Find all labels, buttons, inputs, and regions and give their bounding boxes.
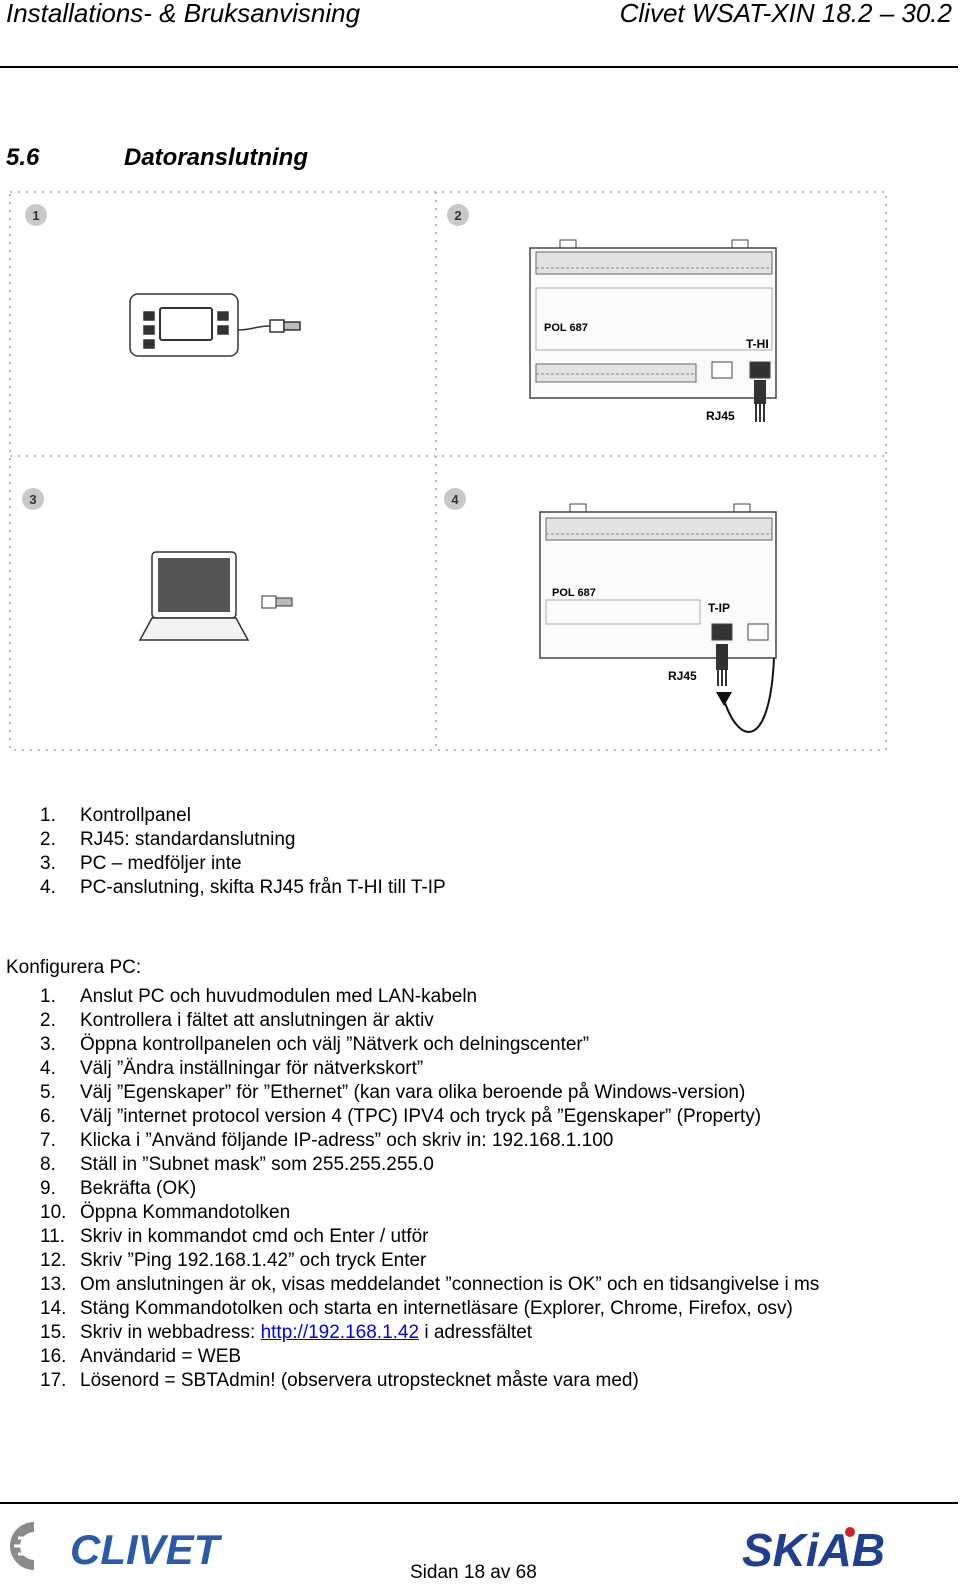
svg-text:T-IP: T-IP xyxy=(708,601,730,615)
header-divider xyxy=(0,66,958,68)
list-item: 4.PC-anslutning, skifta RJ45 från T-HI t… xyxy=(40,877,446,898)
control-panel-illustration xyxy=(129,293,301,357)
section-number: 5.6 xyxy=(6,144,40,171)
list-item: 13.Om anslutningen är ok, visas meddelan… xyxy=(40,1274,820,1295)
badge-4: 4 xyxy=(444,488,466,510)
badge-1: 1 xyxy=(25,204,47,226)
list-item: 5.Välj ”Egenskaper” för ”Ethernet” (kan … xyxy=(40,1082,746,1103)
list-item: 17.Lösenord = SBTAdmin! (observera utrop… xyxy=(40,1370,639,1391)
list-item: 6.Välj ”internet protocol version 4 (TPC… xyxy=(40,1106,762,1127)
svg-text:CLIVET: CLIVET xyxy=(70,1526,223,1573)
list-item: 11.Skriv in kommandot cmd och Enter / ut… xyxy=(40,1226,429,1247)
laptop-illustration xyxy=(138,551,293,641)
connection-figure: 1 2 3 4 POL 687 T-HI xyxy=(9,191,887,751)
header-title: Installations- & Bruksanvisning xyxy=(6,0,361,28)
skiab-logo: SKiAB xyxy=(742,1524,885,1574)
list-item: 16.Användarid = WEB xyxy=(40,1346,242,1367)
svg-text:T-HI: T-HI xyxy=(746,337,769,351)
svg-text:4: 4 xyxy=(451,492,459,507)
list-item: 9.Bekräfta (OK) xyxy=(40,1178,197,1199)
footer-divider xyxy=(0,1502,958,1504)
list-item: 12.Skriv ”Ping 192.168.1.42” och tryck E… xyxy=(40,1250,427,1271)
controller-module-tip: POL 687 T-IP RJ45 xyxy=(539,503,777,733)
steps-list: 1.Anslut PC och huvudmodulen med LAN-kab… xyxy=(40,985,819,1393)
svg-text:RJ45: RJ45 xyxy=(668,669,697,683)
list-item: 2.Kontrollera i fältet att anslutningen … xyxy=(40,1010,434,1031)
page-number: Sidan 18 av 68 xyxy=(410,1562,537,1583)
svg-text:2: 2 xyxy=(454,208,461,223)
legend-list: 1.Kontrollpanel 2.RJ45: standardanslutni… xyxy=(40,804,446,900)
list-item: 14.Stäng Kommandotolken och starta en in… xyxy=(40,1298,793,1319)
svg-text:1: 1 xyxy=(32,208,39,223)
badge-3: 3 xyxy=(22,488,44,510)
list-item: 1.Anslut PC och huvudmodulen med LAN-kab… xyxy=(40,986,478,1007)
list-item: 10.Öppna Kommandotolken xyxy=(40,1202,291,1223)
svg-text:POL 687: POL 687 xyxy=(552,587,596,599)
svg-text:POL 687: POL 687 xyxy=(544,322,588,334)
list-item: 4.Välj ”Ändra inställningar för nätverks… xyxy=(40,1058,424,1079)
configure-heading: Konfigurera PC: xyxy=(6,957,142,978)
section-title: Datoranslutning xyxy=(124,144,308,171)
list-item: 2.RJ45: standardanslutning xyxy=(40,829,296,850)
list-item: 7.Klicka i ”Använd följande IP-adress” o… xyxy=(40,1130,614,1151)
svg-text:SKiAB: SKiAB xyxy=(742,1524,885,1574)
header-product: Clivet WSAT-XIN 18.2 – 30.2 xyxy=(619,0,952,28)
controller-module-thi: POL 687 T-HI RJ45 xyxy=(529,239,777,423)
list-item: 3.PC – medföljer inte xyxy=(40,853,242,874)
svg-text:RJ45: RJ45 xyxy=(706,409,735,423)
list-item: 1.Kontrollpanel xyxy=(40,805,191,826)
svg-text:3: 3 xyxy=(29,492,36,507)
list-item: 15.Skriv in webbadress: http://192.168.1… xyxy=(40,1322,533,1343)
badge-2: 2 xyxy=(447,204,469,226)
clivet-logo: CLIVET xyxy=(10,1522,223,1573)
web-address-link[interactable]: http://192.168.1.42 xyxy=(260,1322,420,1343)
list-item: 3.Öppna kontrollpanelen och välj ”Nätver… xyxy=(40,1034,590,1055)
list-item: 8.Ställ in ”Subnet mask” som 255.255.255… xyxy=(40,1154,434,1175)
